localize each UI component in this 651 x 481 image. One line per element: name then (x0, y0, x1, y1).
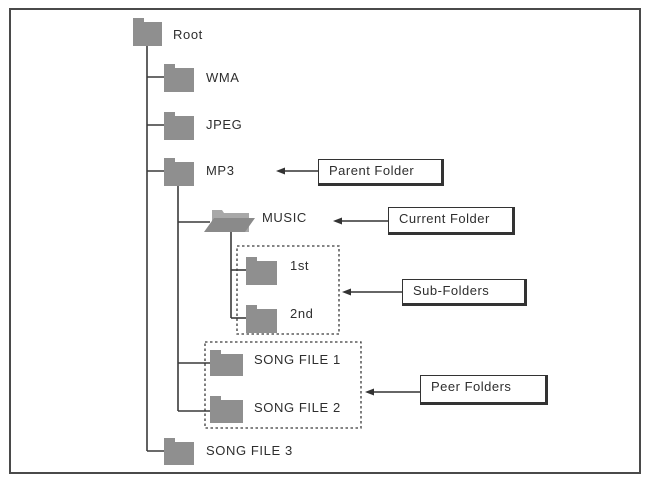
song-file-1-label: SONG FILE 1 (254, 352, 341, 367)
music-folder-label: MUSIC (262, 210, 307, 225)
sub-folders-arrow (342, 288, 402, 296)
jpeg-folder-label: JPEG (206, 117, 243, 132)
peer-folders-arrow (365, 388, 420, 396)
peer-folders-group-box (204, 341, 362, 429)
tree-connectors (146, 46, 246, 452)
mp3-folder-icon (164, 158, 194, 186)
song-file-3-folder-icon (164, 438, 194, 465)
music-open-folder-icon (204, 210, 255, 232)
song-file-1-folder-icon (210, 350, 243, 376)
wma-folder-icon (164, 64, 194, 92)
mp3-folder-label: MP3 (206, 163, 235, 178)
peer-folders-callout: Peer Folders (420, 375, 548, 405)
jpeg-folder-icon (164, 112, 194, 140)
song-file-2-label: SONG FILE 2 (254, 400, 341, 415)
first-folder-icon (246, 257, 277, 285)
sub-folders-callout: Sub-Folders (402, 279, 527, 306)
sub-folders-group-box (236, 245, 340, 335)
second-folder-icon (246, 305, 277, 333)
first-folder-label: 1st (290, 258, 310, 273)
current-folder-arrow (333, 217, 388, 225)
root-folder-label: Root (173, 27, 203, 42)
wma-folder-label: WMA (206, 70, 240, 85)
parent-folder-callout: Parent Folder (318, 159, 444, 186)
current-folder-callout: Current Folder (388, 207, 515, 235)
second-folder-label: 2nd (290, 306, 314, 321)
parent-folder-arrow (276, 167, 318, 175)
root-folder-icon (133, 18, 162, 46)
song-file-3-label: SONG FILE 3 (206, 443, 293, 458)
song-file-2-folder-icon (210, 396, 243, 423)
